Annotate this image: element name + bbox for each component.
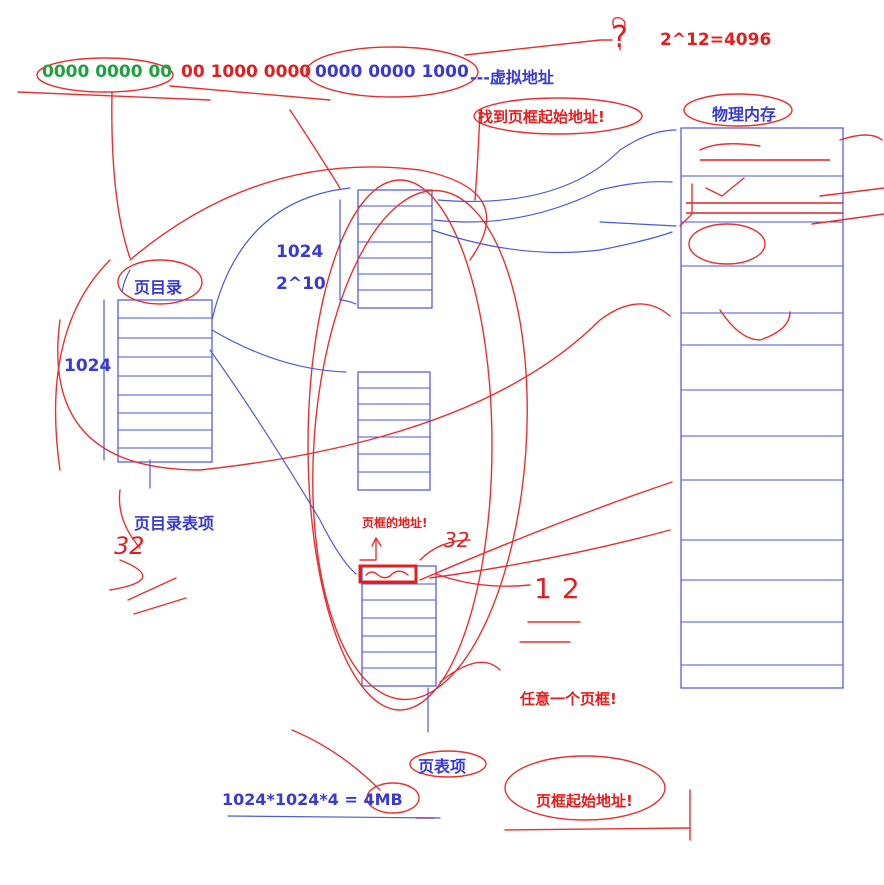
directory-entry-count: 1024 (64, 356, 112, 376)
page-table-2 (357, 371, 431, 491)
frame-start-note: 页框起始地址! (536, 792, 633, 810)
page-directory-entry-label: 页目录表项 (134, 514, 215, 533)
table-entry-power: 2^10 (276, 274, 326, 294)
virtual-address-label: ---虚拟地址 (470, 68, 554, 87)
page-table-3 (358, 564, 437, 687)
question-mark: ? (612, 20, 628, 55)
physical-memory-title: 物理内存 (712, 105, 777, 124)
red-annotations (17, 17, 884, 841)
address-table-bits: 00 1000 0000 (181, 62, 312, 82)
address-offset-bits: 0000 0000 1000 (315, 62, 469, 82)
find-frame-note: 找到页框起始地址! (478, 108, 605, 126)
left-bit-width-note: 32 (114, 532, 145, 560)
page-table-1 (357, 189, 433, 309)
page-table-size-formula: 1024*1024*4 = 4MB (222, 790, 403, 809)
blue-arrows (103, 129, 677, 819)
page-directory-table (117, 299, 213, 463)
physical-memory-column (680, 127, 844, 689)
offset-bit-width-note: 12 (534, 572, 590, 605)
entry-bit-width-note: 32 (444, 528, 470, 552)
address-directory-bits: 0000 0000 00 (42, 62, 173, 82)
page-table-entry-label: 页表项 (418, 757, 467, 776)
page-directory-title: 页目录 (134, 278, 183, 297)
selected-page-table-entry (358, 564, 418, 584)
page-size-formula: 2^12=4096 (660, 30, 772, 50)
frame-address-note: 页框的地址! (362, 516, 428, 530)
any-frame-note: 任意一个页框! (520, 690, 617, 708)
table-entry-count: 1024 (276, 242, 324, 262)
